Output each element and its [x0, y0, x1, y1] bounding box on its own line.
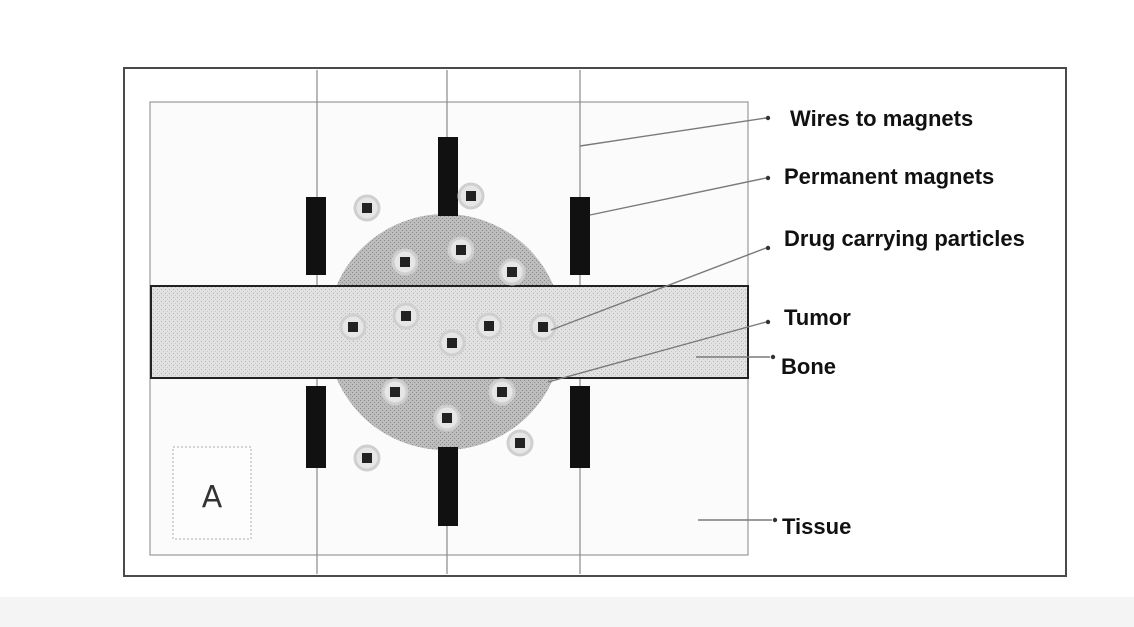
drug-particle: [381, 378, 409, 406]
drug-particle: [488, 378, 516, 406]
magnets-group: [306, 137, 590, 526]
magnets-label: Permanent magnets: [784, 164, 994, 189]
drug-particle: [339, 313, 367, 341]
tissue-label: Tissue: [782, 514, 851, 539]
permanent-magnet: [570, 386, 590, 468]
leader-dots: [765, 115, 778, 523]
particles-leader-line: [550, 247, 767, 331]
panel-label-box: [172, 446, 252, 540]
bottom-background-band: [0, 597, 1134, 627]
drug-particle: [447, 236, 475, 264]
drug-particle: [353, 194, 381, 222]
wires-leader-dot: [765, 115, 771, 121]
particles-group: [339, 182, 557, 472]
leader-lines: [547, 117, 772, 521]
permanent-magnet: [438, 447, 458, 526]
permanent-magnet: [438, 137, 458, 216]
drug-particle: [353, 444, 381, 472]
particles-label: Drug carrying particles: [784, 226, 1025, 251]
tumor-leader-line: [547, 321, 767, 383]
drug-particle: [433, 404, 461, 432]
magnets-leader-line: [589, 177, 767, 216]
tissue-leader-dot: [772, 517, 778, 523]
drug-particle: [506, 429, 534, 457]
drug-particle: [475, 312, 503, 340]
drug-particle: [498, 258, 526, 286]
drug-particle: [438, 329, 466, 357]
panel-label: A: [202, 480, 223, 515]
permanent-magnet: [306, 197, 326, 275]
bone-leader-dot: [770, 354, 776, 360]
tumor-leader-dot: [765, 319, 771, 325]
particles-leader-dot: [765, 245, 771, 251]
magnets-leader-dot: [765, 175, 771, 181]
drug-particle: [391, 248, 419, 276]
permanent-magnet: [570, 197, 590, 275]
tumor-label: Tumor: [784, 305, 851, 330]
wires-label: Wires to magnets: [790, 106, 973, 131]
wires-leader-line: [579, 117, 767, 147]
drug-particle: [529, 313, 557, 341]
drug-particle: [392, 302, 420, 330]
drug-particle: [457, 182, 485, 210]
permanent-magnet: [306, 386, 326, 468]
bone-label: Bone: [781, 354, 836, 379]
